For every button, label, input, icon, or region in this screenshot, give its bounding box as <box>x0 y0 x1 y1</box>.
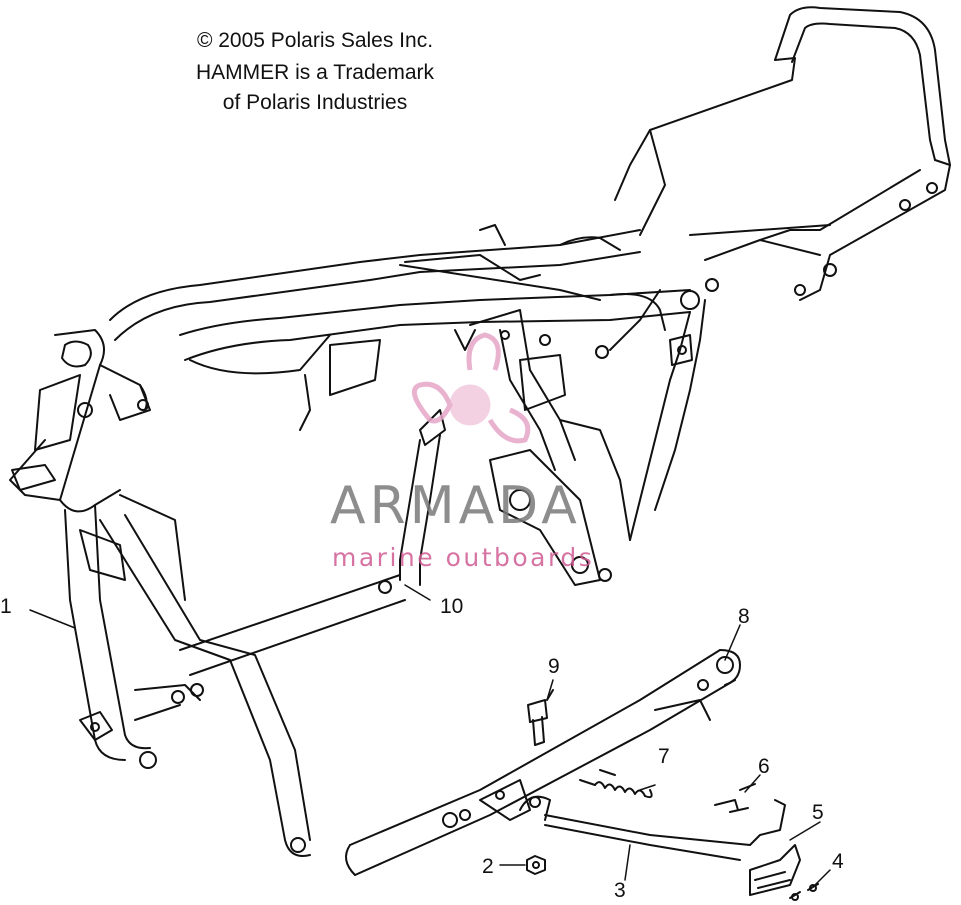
callout-9[interactable]: 9 <box>548 655 560 678</box>
sidestand-assembly <box>345 649 786 876</box>
callout-4[interactable]: 4 <box>832 850 844 873</box>
propeller-logo-icon <box>411 332 531 444</box>
frame-down-tubes <box>64 494 311 857</box>
footpad-part-5 <box>749 844 801 896</box>
callout-10[interactable]: 10 <box>440 595 464 618</box>
frame-rear-loop <box>614 6 951 301</box>
spring-part-7 <box>579 769 653 799</box>
watermark-tagline: marine outboards <box>332 543 595 572</box>
copyright-line-3: of Polaris Industries <box>222 91 408 114</box>
frame-upper-tubes <box>109 224 691 431</box>
leader-lines <box>29 584 831 886</box>
frame-rear-vertical-tube <box>399 409 446 586</box>
callout-8[interactable]: 8 <box>738 605 750 628</box>
callout-6[interactable]: 6 <box>758 755 770 778</box>
frame-center-section <box>454 289 661 586</box>
callout-7[interactable]: 7 <box>658 745 670 768</box>
frame-right-tubes <box>629 182 938 541</box>
callout-1[interactable]: 1 <box>0 595 12 618</box>
watermark-name: ARMADA <box>330 476 581 536</box>
copyright-line-1: © 2005 Polaris Sales Inc. <box>196 29 434 52</box>
pin-part-6 <box>714 783 756 813</box>
frame-cross-tube <box>134 574 406 721</box>
screws-part-4 <box>789 883 819 901</box>
callout-2[interactable]: 2 <box>482 855 494 878</box>
bolt-part-9 <box>527 689 554 746</box>
callout-5[interactable]: 5 <box>812 801 824 824</box>
copyright-line-2: HAMMER is a Trademark <box>195 61 435 84</box>
nut-part-2 <box>526 855 546 875</box>
callout-3[interactable]: 3 <box>614 879 626 902</box>
frame-steering-head <box>9 329 151 513</box>
